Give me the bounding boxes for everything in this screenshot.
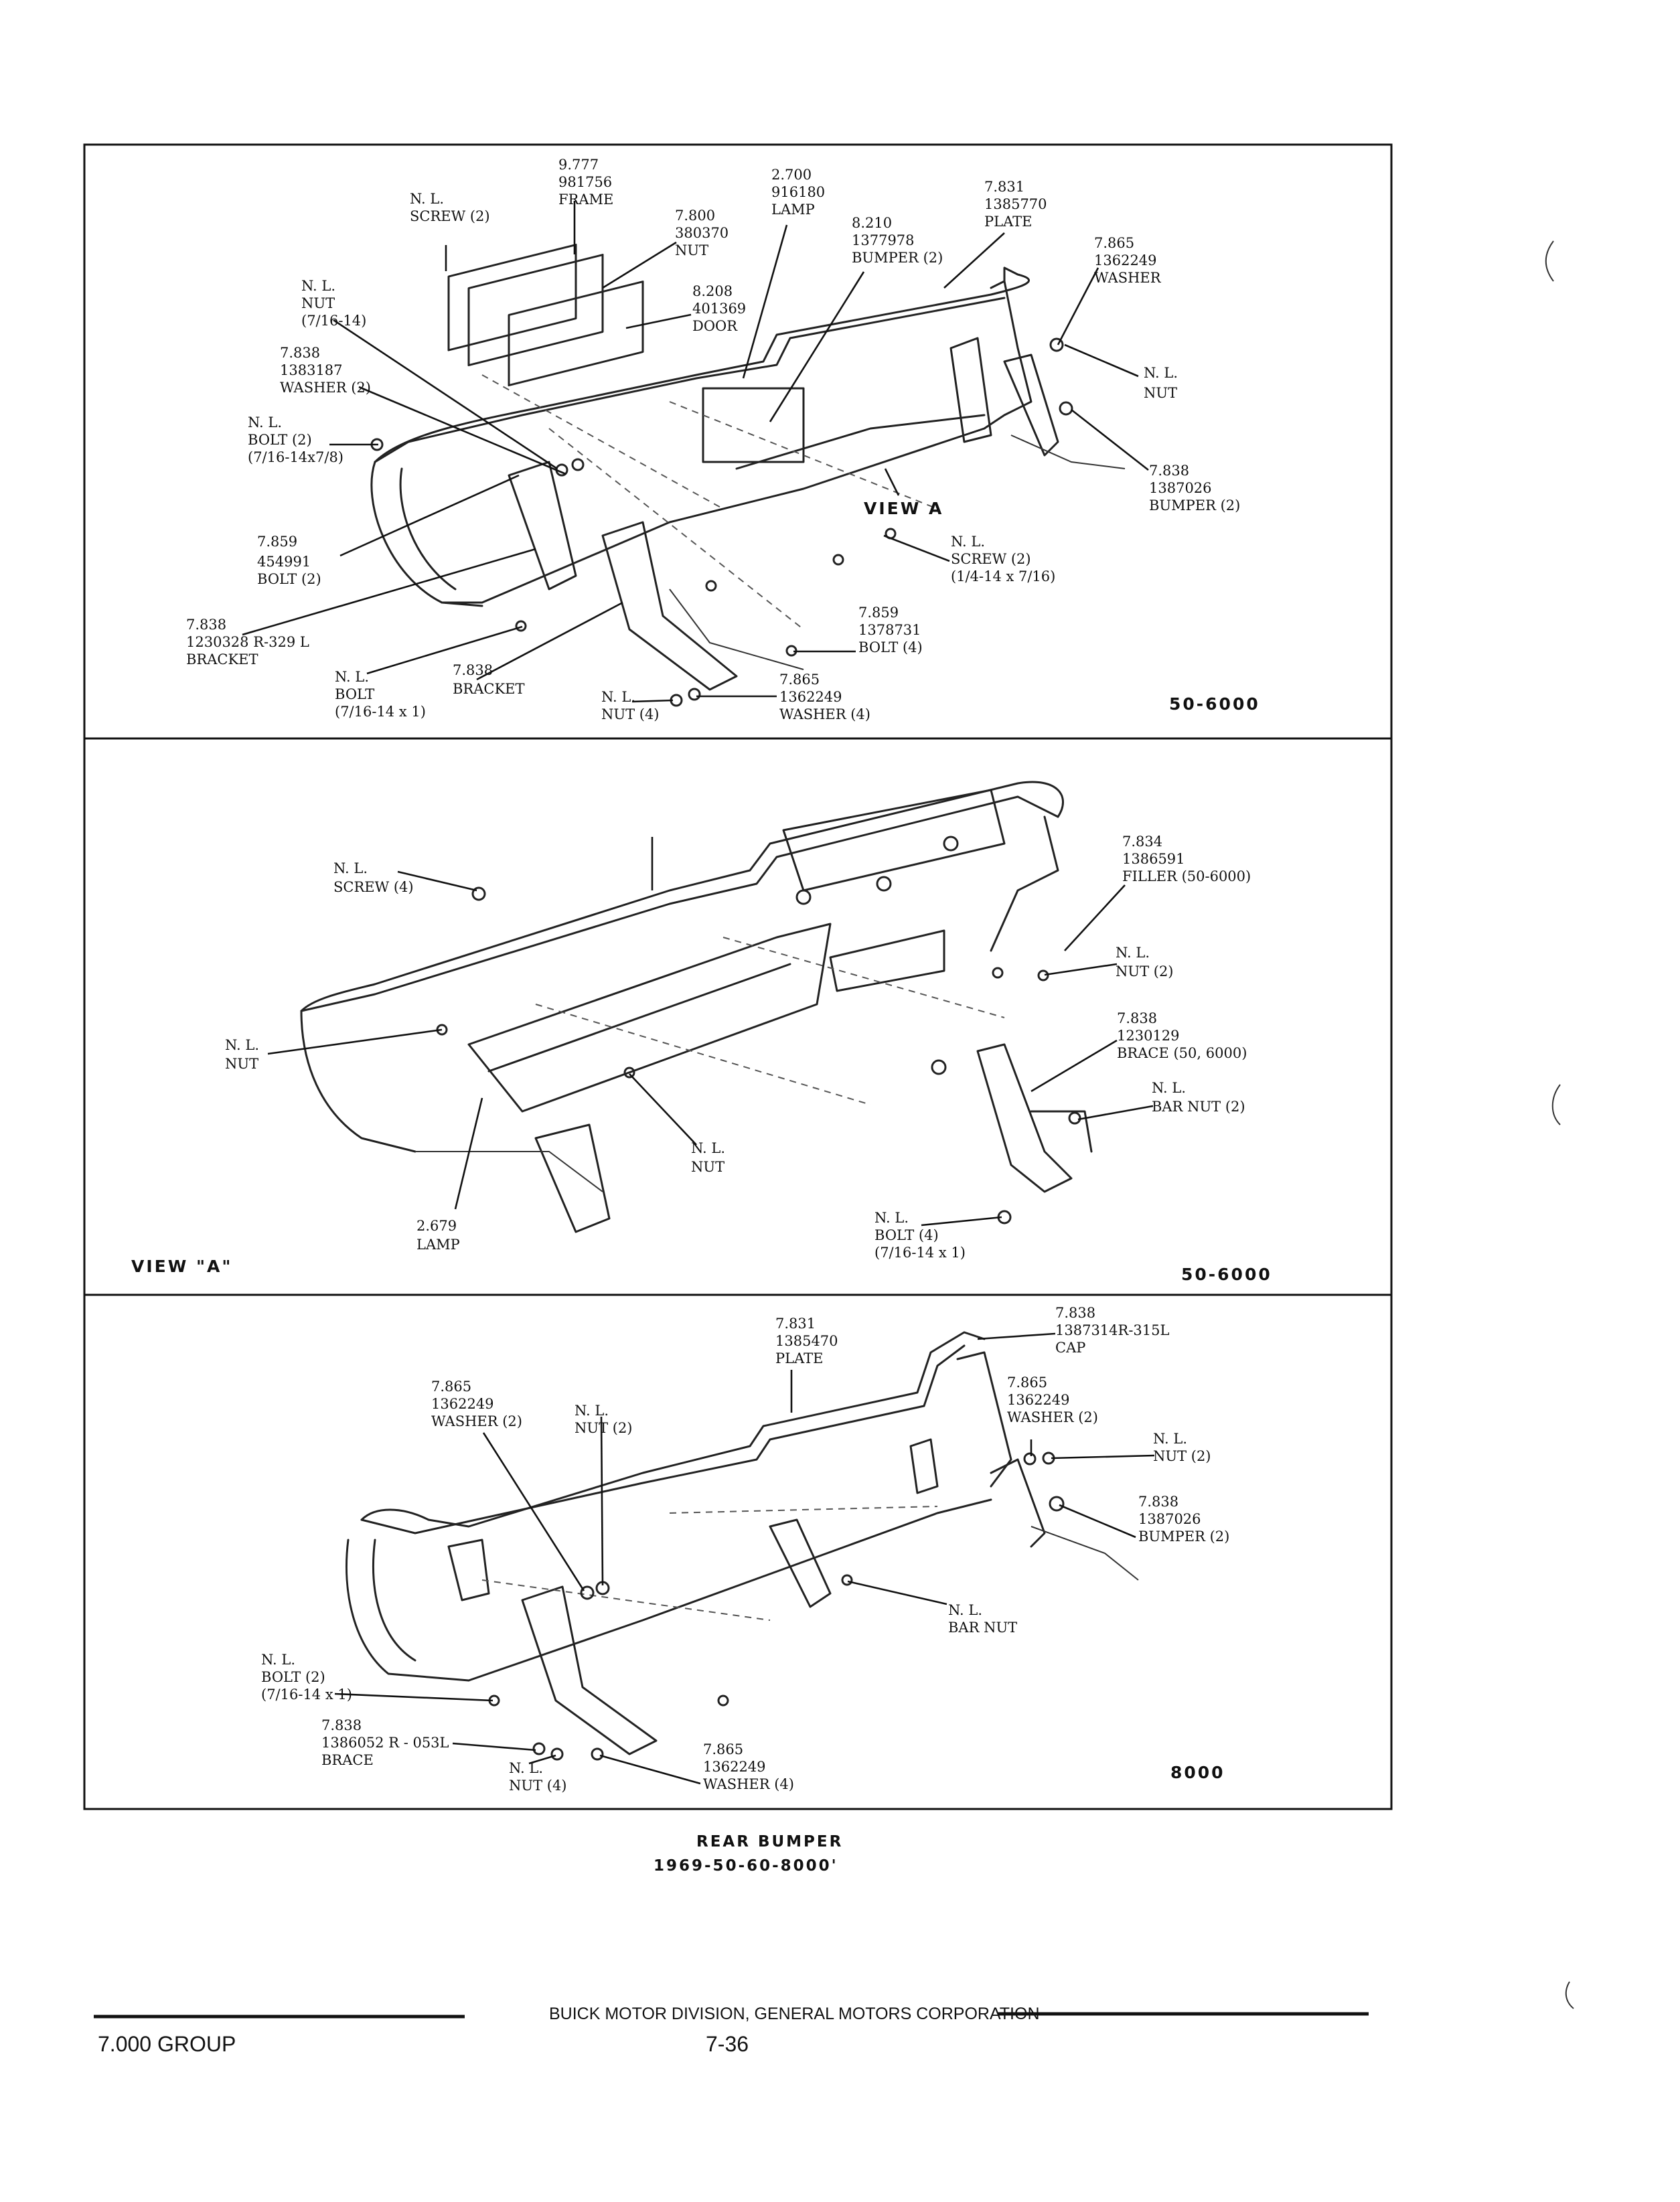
view-a-marker: VIEW A xyxy=(864,499,943,518)
callout-nl-nut-2: N. L.NUT (2) xyxy=(1116,945,1174,979)
footer-group: 7.000 GROUP xyxy=(98,2032,236,2056)
panel-middle-leaders xyxy=(267,837,1154,1227)
panel-code: 8000 xyxy=(1170,1763,1225,1782)
callout-nl-bolt-1: N. L.BOLT(7/16-14 x 1) xyxy=(335,669,426,720)
callout-nl-screw-4: N. L.SCREW (4) xyxy=(333,860,414,895)
panel-bottom-drawing xyxy=(346,1331,1139,1761)
callout-nl-nut-2-right: N. L.NUT (2) xyxy=(1153,1431,1211,1464)
diagram-frame xyxy=(83,143,1393,1810)
panel-bottom-leaders xyxy=(334,1332,1155,1785)
panel-top-leaders xyxy=(242,201,1149,703)
callout-nl-nut-4: N. L.NUT (4) xyxy=(509,1760,567,1794)
panel-code: 50-6000 xyxy=(1169,694,1260,714)
callout-nl-bolt-7-8: N. L.BOLT (2)(7/16-14x7/8) xyxy=(248,414,343,465)
panel-top-drawing xyxy=(370,244,1126,707)
panel-code: 50-6000 xyxy=(1181,1265,1272,1284)
callout-nl-bar-nut-2: N. L.BAR NUT (2) xyxy=(1152,1080,1245,1115)
callout-nl-nut-4: N. L.NUT (4) xyxy=(601,689,660,722)
view-a-title: VIEW "A" xyxy=(131,1257,232,1276)
callout-nl-nut-left: N. L.NUT xyxy=(225,1037,259,1072)
panel-middle-drawing xyxy=(300,781,1093,1233)
footer-page-number: 7-36 xyxy=(706,2032,749,2056)
binder-mark xyxy=(1565,1981,1574,2009)
callout-nl-screw: N. L.SCREW (2) xyxy=(410,191,490,224)
callout-nl-nut-2-left: N. L.NUT (2) xyxy=(575,1403,633,1436)
callout-nl-bolt-2: N. L.BOLT (2)(7/16-14 x 1) xyxy=(261,1652,352,1703)
binder-mark xyxy=(1545,240,1554,282)
binder-mark xyxy=(1551,1084,1561,1125)
callout-nl-nut-center: N. L.NUT xyxy=(691,1140,725,1175)
callout-nl-bolt-4: N. L.BOLT (4)(7/16-14 x 1) xyxy=(874,1210,966,1261)
callout-nl-screw-1-4: N. L.SCREW (2)(1/4-14 x 7/16) xyxy=(951,534,1055,584)
footer-publisher: BUICK MOTOR DIVISION, GENERAL MOTORS COR… xyxy=(549,2004,1040,2023)
callout-nl-nut: N. L.NUT xyxy=(1144,365,1178,401)
figure-caption-title: REAR BUMPER xyxy=(696,1833,843,1851)
figure-caption-subtitle: 1969-50-60-8000' xyxy=(654,1857,838,1875)
callout-nl-nut-7-16: N. L.NUT(7/16-14) xyxy=(301,278,366,329)
callout-nl-bar-nut: N. L.BAR NUT xyxy=(948,1602,1017,1636)
